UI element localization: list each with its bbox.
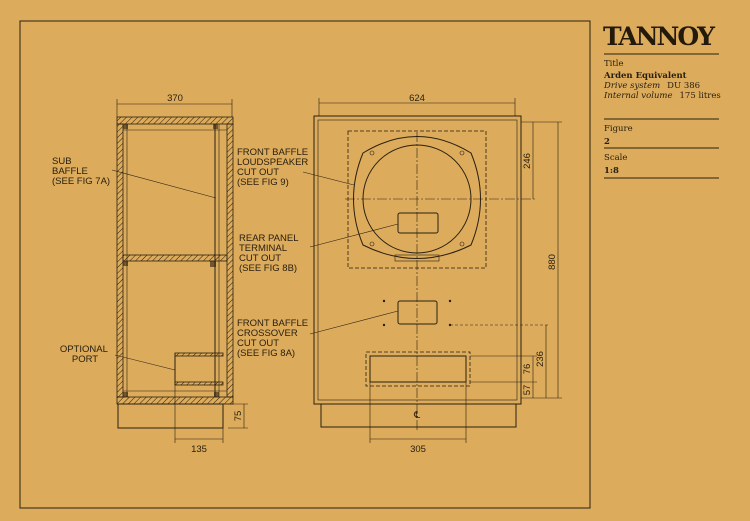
port-dim: 135	[191, 444, 207, 455]
height-dim: 880	[547, 254, 558, 270]
front-width-dim: 624	[409, 93, 425, 104]
port-cutout	[369, 355, 467, 383]
loudspeaker-cutout-label: FRONT BAFFLE LOUDSPEAKER CUT OUT (SEE FI…	[237, 147, 311, 188]
volume-line: Internal volume 175 litres	[603, 85, 721, 102]
title-block: TANNOY Title Arden Equivalent Drive syst…	[603, 22, 721, 179]
plinth	[117, 403, 224, 429]
figure-label: Figure	[604, 124, 633, 134]
optional-port-label: OPTIONAL PORT	[60, 344, 110, 365]
side-width-dim: 370	[167, 93, 183, 104]
drawing-frame	[19, 20, 591, 509]
loudspeaker-frame	[353, 136, 481, 259]
drive-system-line: Drive system DU 386	[603, 75, 700, 92]
top-panel	[116, 116, 234, 125]
port-cutout-area	[365, 351, 471, 387]
terminal-cutout	[397, 212, 439, 234]
scale-label: Scale	[604, 153, 627, 163]
crossover-cutout	[397, 300, 438, 325]
port-tube-bottom	[174, 381, 224, 386]
port-height-dim: 76	[522, 364, 533, 375]
scale-value: 1:8	[604, 166, 619, 176]
sub-baffle-label: SUB BAFFLE (SEE FIG 7A)	[52, 156, 110, 187]
figure-value: 2	[604, 137, 610, 147]
volume-label: Internal volume	[603, 91, 673, 101]
port-tube-top	[174, 352, 224, 357]
plinth-dim: 75	[233, 411, 244, 422]
terminal-cutout-label: REAR PANEL TERMINAL CUT OUT (SEE FIG 8B)	[239, 233, 301, 274]
drive-value: DU 386	[667, 81, 700, 91]
drive-label: Drive system	[603, 81, 660, 91]
side-section-view: 370 135 75 SUB BAFFLE (SEE FIG 7A) OPTIO…	[52, 93, 248, 455]
crossover-dim: 236	[535, 351, 546, 367]
centerline-symbol: ℄	[413, 410, 421, 421]
tannoy-logo: TANNOY	[603, 22, 716, 51]
port-width-dim: 305	[410, 444, 426, 455]
port-bottom-dim: 57	[522, 385, 533, 396]
front-baffle-panel	[226, 123, 234, 398]
title-label: Title	[604, 59, 624, 69]
volume-value: 175 litres	[680, 91, 721, 101]
crossover-cutout-label: FRONT BAFFLE CROSSOVER CUT OUT (SEE FIG …	[237, 318, 311, 359]
front-plinth	[320, 403, 517, 428]
cabinet-outline	[313, 115, 522, 405]
shelf-panel	[122, 254, 228, 262]
speaker-center-dim: 246	[522, 153, 533, 169]
front-view: ℄ 624 305 246 880 236 76 57 FRONT BAFFLE…	[237, 93, 562, 455]
title-value: Arden Equivalent	[603, 71, 687, 81]
